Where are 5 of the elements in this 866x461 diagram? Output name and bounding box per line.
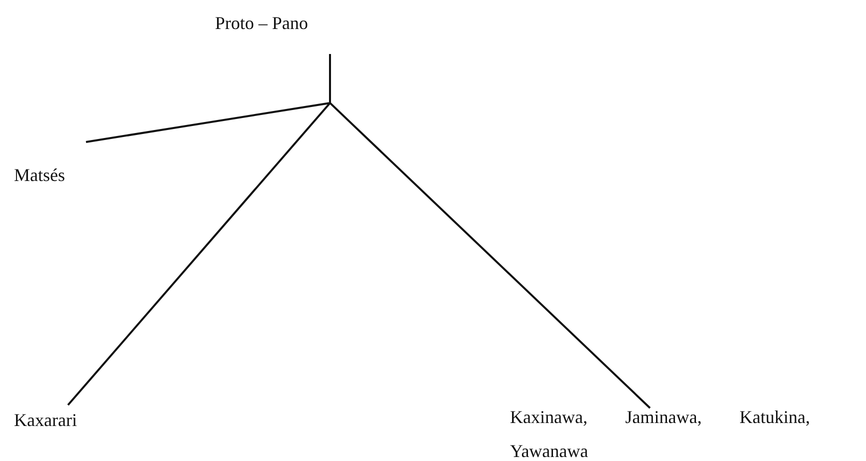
tree-branch-line [329,54,651,409]
language-label: Kaxinawa, Jaminawa, Katukina, Yawanawa [510,406,810,461]
language-label: Kaxarari [14,409,78,432]
language-label: Proto – Pano [215,12,310,35]
language-label: Matsés [14,164,66,187]
